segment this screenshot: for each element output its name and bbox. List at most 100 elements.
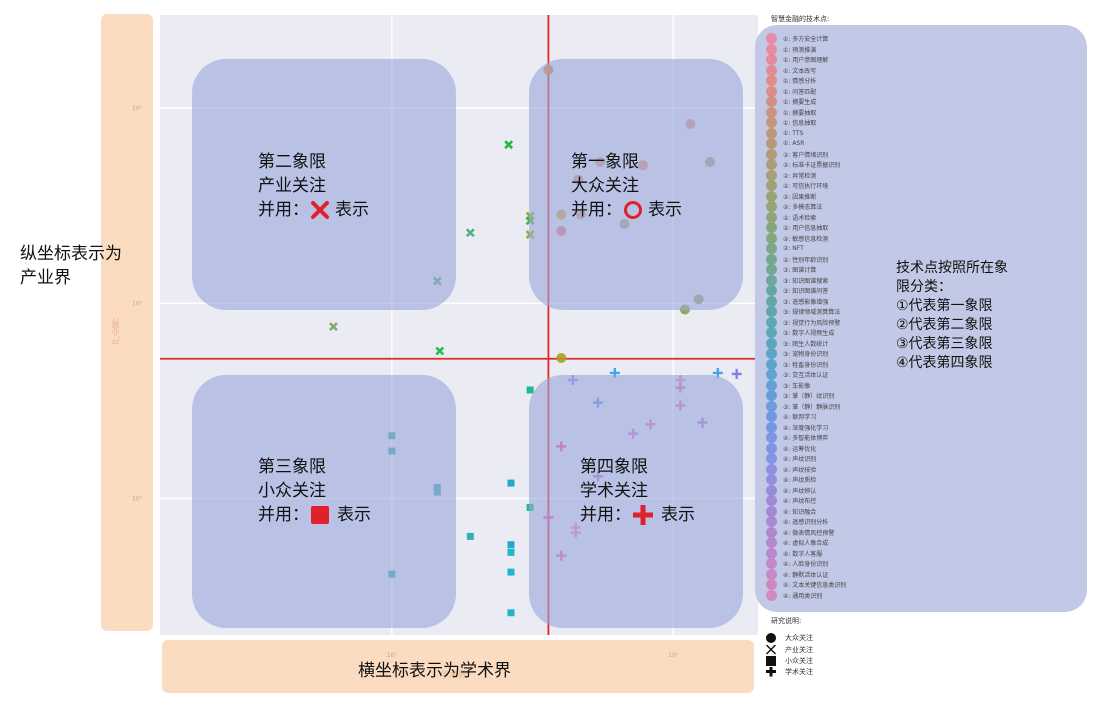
legend-dot-icon <box>766 274 777 286</box>
quadrant-3-box <box>192 375 456 628</box>
tech-point-label: ①: 预测推演 <box>783 46 817 54</box>
tech-point-item: ④: 遥感识别分析 <box>766 516 828 527</box>
data-point-square <box>526 386 534 394</box>
tech-point-item: ③: 遥感影像增强 <box>766 295 828 307</box>
data-point-square <box>507 548 515 556</box>
tech-point-item: ③: 视觉行为风险预警 <box>766 316 840 328</box>
tech-point-label: ④: 声纹布控 <box>783 498 817 505</box>
tech-point-label: ①: 情感分析 <box>783 78 817 85</box>
tech-point-item: ①: 文本改写 <box>766 64 816 76</box>
quadrant-4-box <box>529 375 743 628</box>
tech-point-item: ④: 声纹核验 <box>766 463 816 475</box>
legend-dot-icon <box>766 348 777 359</box>
legend-dot-icon <box>766 547 777 559</box>
tech-point-label: ④: 虚拟人像合成 <box>783 540 829 547</box>
legend-dot-icon <box>766 138 777 149</box>
legend-dot-icon <box>766 369 777 380</box>
quadrant-4-subtitle: 学术关注 <box>580 481 648 501</box>
tech-point-item: ④: 深度强化学习 <box>766 421 829 433</box>
legend-dot-icon <box>766 537 777 548</box>
x-tick-label: 10¹ <box>668 652 679 659</box>
data-point-x <box>504 140 514 150</box>
legend-dot-icon <box>766 316 777 328</box>
plus-marker-icon <box>633 505 653 525</box>
legend-dot-icon <box>766 453 777 464</box>
legend-dot-icon <box>766 43 777 55</box>
tech-point-label: ④: 运筹优化 <box>783 445 817 453</box>
research-item-square: 小众关注 <box>766 655 813 666</box>
tech-point-item: ④: 静默活体认证 <box>766 568 828 580</box>
tech-point-item: ③: 牲畜身份识别 <box>766 358 828 370</box>
legend-dot-icon <box>766 159 777 170</box>
tech-point-label: ①: 信息抽取 <box>783 120 817 127</box>
data-point-x <box>465 228 475 238</box>
legend-dot-icon <box>766 127 777 139</box>
tech-point-label: ④: 通用类识别 <box>783 592 823 600</box>
legend-dot-icon <box>766 442 777 454</box>
tech-point-label: ①: 多方安全计算 <box>783 36 829 43</box>
legend-dot-icon <box>766 526 777 538</box>
tech-point-item: ④: 声纹辨认 <box>766 484 816 496</box>
tech-point-label: ④: 深度强化学习 <box>783 424 829 432</box>
legend-dot-icon <box>766 568 777 580</box>
research-item-label: 小众关注 <box>785 656 813 665</box>
tech-point-label: ③: 知识图谱搜索 <box>783 277 829 285</box>
tech-point-item: ②: 敏感信息检测 <box>766 232 828 244</box>
tech-point-item: ②: 可信执行环境 <box>766 180 828 191</box>
quadrant-4-text: 第四象限 学术关注 并用： 表示 <box>580 455 695 527</box>
tech-point-item: ③: 车影像 <box>766 379 810 391</box>
tech-point-item: ①: TTS <box>766 127 803 139</box>
legend-dot-icon <box>766 232 777 244</box>
tech-point-label: ③: 交互活体认证 <box>783 372 829 379</box>
legend-dot-icon <box>766 33 777 44</box>
tech-point-item: ③: 交互活体认证 <box>766 369 828 380</box>
tech-point-item: ④: 通用类识别 <box>766 589 823 601</box>
legend-dot-icon <box>766 243 777 254</box>
tech-point-item: ②: 异常检测 <box>766 169 816 181</box>
tech-point-label: ②: 标准卡证票据识别 <box>783 162 841 169</box>
tech-point-label: ④: 遥感识别分析 <box>783 519 829 526</box>
tech-point-item: ③: 掌（静）纹识别 <box>766 390 834 401</box>
tech-point-label: ③: 知识图谱问答 <box>783 288 829 295</box>
data-point-square <box>507 568 515 576</box>
quadrant-4-title: 第四象限 <box>580 457 648 477</box>
legend-dot-icon <box>766 222 777 233</box>
circle-icon <box>766 632 776 643</box>
legend-dot-icon <box>766 190 777 202</box>
quadrant-3-text: 第三象限 小众关注 并用： 表示 <box>258 455 371 527</box>
tech-point-label: ③: 图谱计算 <box>783 267 817 274</box>
research-item-label: 大众关注 <box>785 633 813 642</box>
x-tick-label: 10⁰ <box>387 652 398 659</box>
tech-point-label: ①: 问答匹配 <box>783 88 817 96</box>
quadrant-1-text: 第一象限 大众关注 并用： 表示 <box>571 150 682 222</box>
square-icon <box>766 655 776 666</box>
legend-dot-icon <box>766 96 777 107</box>
research-item-plus: 学术关注 <box>766 666 813 677</box>
legend-title: 智慧金融的技术点: <box>771 15 830 23</box>
legend-dot-icon <box>766 75 777 86</box>
quadrant-1-subtitle: 大众关注 <box>571 176 639 196</box>
tech-point-item: ②: 因果推断 <box>766 190 816 202</box>
tech-point-item: ④: 声纹布控 <box>766 495 816 506</box>
tech-point-label: ②: NFT <box>783 245 804 252</box>
legend-dot-icon <box>766 117 777 128</box>
y-axis-band <box>101 14 153 631</box>
tech-point-item: ③: 宠物身份识别 <box>766 348 828 359</box>
tech-point-item: ④: 文本关键信息类识别 <box>766 579 846 590</box>
tech-point-item: ①: 问答匹配 <box>766 85 817 97</box>
legend-dot-icon <box>766 337 777 349</box>
data-point-x <box>329 322 338 332</box>
research-item-x: 产业关注 <box>766 644 813 655</box>
tech-point-item: ②: 客户情绪识别 <box>766 148 829 160</box>
legend-dot-icon <box>766 421 777 433</box>
x-axis-label: 学术界 <box>440 671 468 681</box>
research-title: 研究说明: <box>771 617 802 625</box>
tech-point-label: ②: 语术检索 <box>783 214 817 222</box>
quadrant-2-text: 第二象限 产业关注 并用： 表示 <box>258 150 369 222</box>
x-annotation: 横坐标表示为学术界 <box>358 661 511 681</box>
tech-point-item: ①: 多方安全计算 <box>766 33 828 44</box>
tech-point-item: ②: 用户信息抽取 <box>766 222 828 233</box>
quadrant-2-title: 第二象限 <box>258 152 326 172</box>
quadrant-4-suffix: 表示 <box>661 505 695 525</box>
tech-point-label: ②: 客户情绪识别 <box>783 151 829 159</box>
